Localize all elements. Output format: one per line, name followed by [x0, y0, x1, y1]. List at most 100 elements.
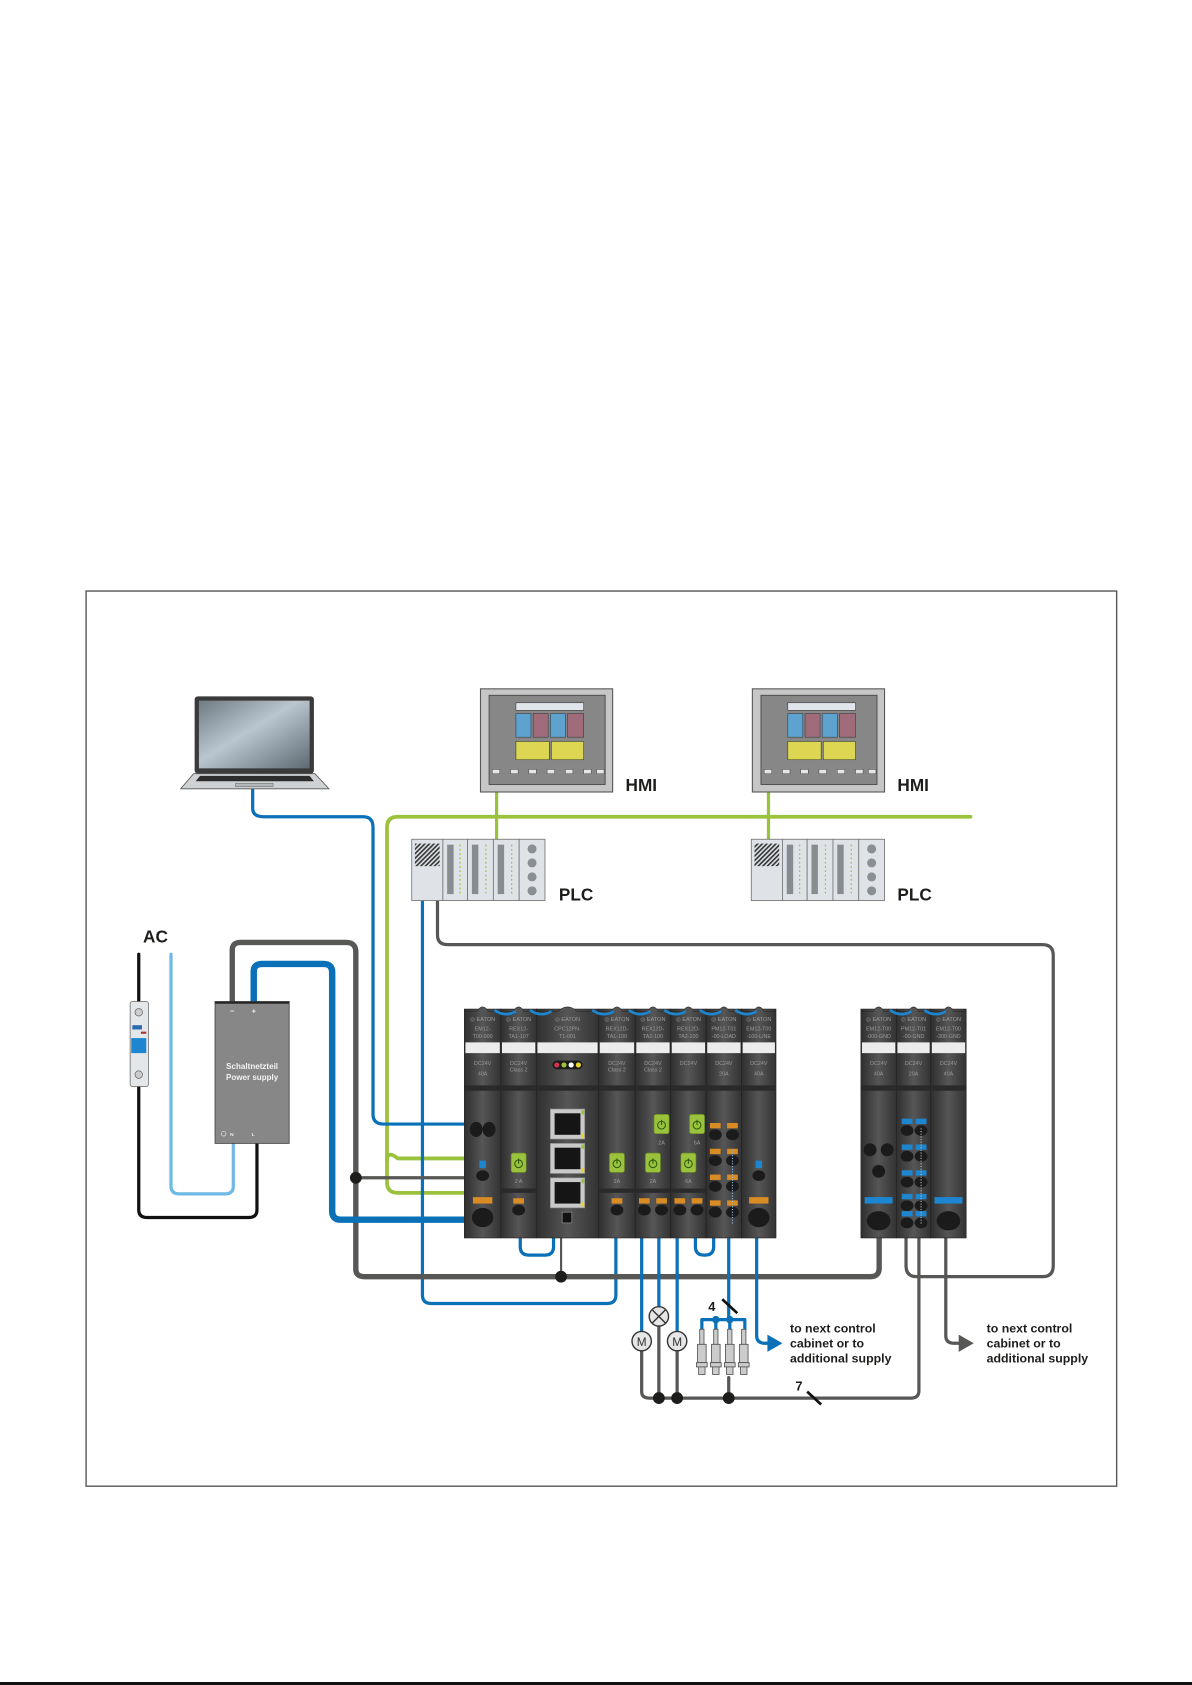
- channel-rating: 2 A: [515, 1179, 523, 1185]
- module-code: -100-LINE: [747, 1034, 772, 1040]
- power-button-icon[interactable]: [680, 1152, 697, 1173]
- label-strip: [671, 1042, 706, 1054]
- plc-blue-wire: [420, 898, 618, 1306]
- voltage-label: DC24V: [510, 1061, 528, 1067]
- power-supply[interactable]: − + Schaltnetzteil Power supply N L: [214, 1001, 290, 1144]
- arrow-label-blue: to next control cabinet or to additional…: [790, 1322, 892, 1366]
- brand-label: ◎ EATON: [506, 1017, 531, 1023]
- terminal-hole[interactable]: [655, 1204, 668, 1216]
- main-terminal[interactable]: [471, 1207, 494, 1228]
- terminal-hole[interactable]: [900, 1150, 914, 1162]
- brand-label: ◎ EATON: [711, 1017, 736, 1023]
- terminal-hole[interactable]: [708, 1181, 722, 1192]
- power-button-icon[interactable]: [609, 1152, 625, 1173]
- hmi-panel-1[interactable]: [479, 688, 614, 793]
- svg-text:M: M: [637, 1335, 647, 1349]
- hmi-panel-2[interactable]: [751, 688, 886, 793]
- junction-dot: [722, 1392, 735, 1404]
- status-led: [554, 1062, 560, 1068]
- terminal-hole[interactable]: [690, 1204, 704, 1216]
- rating-label: 40A: [754, 1072, 764, 1078]
- brand-label: ◎ EATON: [746, 1017, 771, 1023]
- arrow-label-grey: to next control cabinet or to additional…: [987, 1322, 1089, 1366]
- status-led: [561, 1062, 567, 1068]
- terminal-hole[interactable]: [900, 1176, 914, 1188]
- next-cabinet-blue-wire: [755, 1223, 772, 1345]
- terminal-hole[interactable]: [708, 1155, 722, 1166]
- diagram-frame: [85, 590, 1118, 1487]
- terminal-hole[interactable]: [914, 1125, 928, 1136]
- loop-wire-2: [693, 1223, 716, 1257]
- ac-line-wire: [137, 952, 259, 1220]
- brand-label: ◎ EATON: [640, 1017, 665, 1023]
- rating-label: Class 2: [608, 1067, 626, 1073]
- terminal-hole[interactable]: [900, 1217, 914, 1229]
- ps-minus-label: −: [230, 1006, 235, 1015]
- label-strip: [537, 1042, 598, 1054]
- terminal-hole[interactable]: [900, 1125, 914, 1136]
- ps-n-label: N: [230, 1132, 234, 1138]
- ps-l-label: L: [252, 1132, 255, 1138]
- label-strip: [599, 1042, 635, 1054]
- terminal-hole[interactable]: [914, 1200, 928, 1212]
- rating-label: 20A: [909, 1072, 919, 1078]
- terminal-clamp-icon: [915, 1211, 927, 1217]
- ethernet-port[interactable]: [550, 1108, 586, 1140]
- terminal-hole[interactable]: [900, 1200, 914, 1212]
- module-code: PM12-T01: [711, 1027, 736, 1033]
- ethernet-bus-wire: [385, 814, 973, 1195]
- power-button-icon[interactable]: [510, 1152, 527, 1173]
- power-button-icon[interactable]: [689, 1114, 705, 1135]
- rating-label: Class 2: [644, 1067, 662, 1073]
- plc-label-2: PLC: [897, 885, 931, 905]
- ground-terminal[interactable]: [561, 1211, 573, 1224]
- terminal-hole[interactable]: [726, 1181, 739, 1192]
- terminal-hole[interactable]: [708, 1206, 722, 1218]
- ethernet-port[interactable]: [550, 1143, 586, 1174]
- module-code: -000-GND: [866, 1034, 891, 1040]
- rating-label: 40A: [478, 1072, 488, 1078]
- terminal-clamp-icon: [638, 1198, 650, 1204]
- voltage-label: DC24V: [940, 1061, 958, 1067]
- laptop-icon[interactable]: [179, 696, 330, 790]
- terminal-hole[interactable]: [673, 1204, 687, 1216]
- terminal-hole[interactable]: [637, 1204, 651, 1216]
- plc-2[interactable]: [750, 838, 885, 901]
- terminal-hole[interactable]: [610, 1204, 624, 1216]
- terminal-hole[interactable]: [512, 1204, 526, 1216]
- module-code: TA1-100: [607, 1034, 627, 1040]
- label-strip: [742, 1042, 775, 1054]
- terminal-hole[interactable]: [708, 1129, 722, 1141]
- main-terminal[interactable]: [866, 1211, 891, 1231]
- motor-icon: [666, 1330, 688, 1352]
- ethernet-port[interactable]: [550, 1177, 586, 1209]
- loop-wire-1: [518, 1221, 556, 1257]
- bundle-label-4: 4: [708, 1299, 716, 1314]
- sensor-icon: [723, 1328, 736, 1375]
- rating-label: 20A: [719, 1072, 729, 1078]
- svg-text:additional supply: additional supply: [987, 1352, 1089, 1366]
- main-terminal[interactable]: [936, 1211, 961, 1231]
- main-terminal[interactable]: [748, 1207, 770, 1228]
- module-code: -00-LOAD: [712, 1034, 736, 1040]
- junction-dot: [555, 1270, 567, 1283]
- terminal-hole[interactable]: [726, 1129, 739, 1141]
- brand-label: ◎ EATON: [555, 1017, 580, 1023]
- module-code: TA1-107: [509, 1034, 529, 1040]
- power-button-icon[interactable]: [645, 1152, 661, 1173]
- power-button-icon[interactable]: [653, 1114, 670, 1135]
- plc-1[interactable]: [411, 838, 546, 901]
- junction-dot: [712, 1315, 720, 1324]
- circuit-breaker-icon[interactable]: [129, 1001, 149, 1087]
